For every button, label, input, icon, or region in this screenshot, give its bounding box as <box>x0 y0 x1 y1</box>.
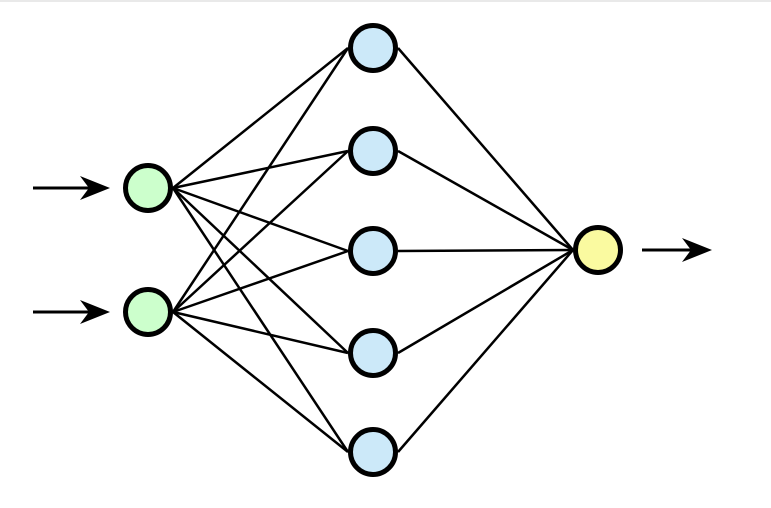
input-node-2 <box>123 287 173 337</box>
edge-h2-o1 <box>397 149 574 252</box>
hidden-node-5 <box>348 427 398 477</box>
edge-i2-h3 <box>172 249 349 314</box>
input-arrow-2-head-icon <box>80 300 110 324</box>
edge-i2-h4 <box>172 310 349 355</box>
output-arrow-head-icon <box>682 238 712 262</box>
window-top-border <box>0 0 771 2</box>
edge-i2-h5 <box>172 311 349 453</box>
edge-i1-h5 <box>171 187 350 453</box>
input-arrow-1-head-icon <box>80 176 110 200</box>
edge-i1-h3 <box>172 186 349 253</box>
edge-i1-h1 <box>172 47 349 189</box>
edge-h5-o1 <box>397 249 574 453</box>
edge-h1-o1 <box>397 47 574 251</box>
output-node <box>573 225 623 275</box>
input-node-1 <box>123 163 173 213</box>
hidden-node-2 <box>348 126 398 176</box>
edge-h3-o1 <box>397 248 574 253</box>
edge-i1-h4 <box>172 187 349 354</box>
edge-h4-o1 <box>397 248 574 355</box>
hidden-node-1 <box>348 23 398 73</box>
hidden-node-3 <box>348 226 398 276</box>
hidden-node-4 <box>348 328 398 378</box>
edge-i2-h2 <box>172 150 349 313</box>
edge-i2-h1 <box>171 47 350 313</box>
edge-i1-h2 <box>172 149 349 190</box>
